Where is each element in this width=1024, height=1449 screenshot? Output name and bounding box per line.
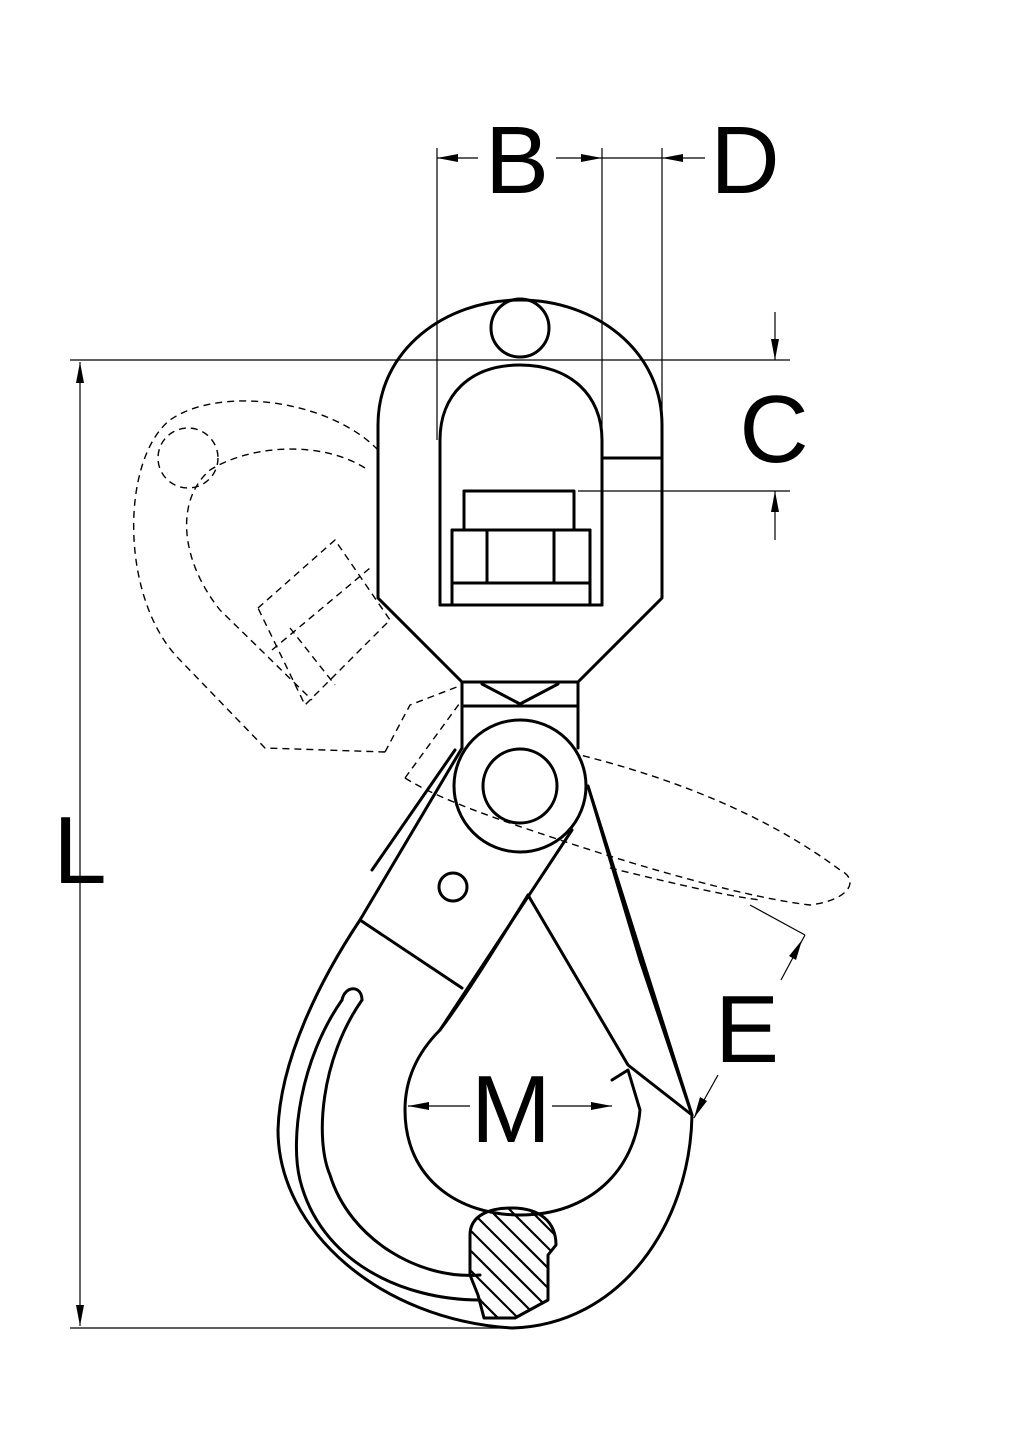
label-e: E [715,976,779,1083]
label-b: B [485,107,549,214]
hub-inner [481,747,559,825]
ghost-swivel-rotated [132,400,463,753]
small-pin [437,871,469,903]
label-c: C [739,376,808,483]
label-d: D [710,107,779,214]
dimension-lines [70,148,806,1329]
section-hatching [470,1208,556,1318]
ghost-latch-open [404,699,851,906]
swivel-eye [376,297,664,684]
pin-circle [489,297,551,359]
label-l: L [53,797,106,904]
nut-top [462,489,576,532]
label-m: M [471,1056,551,1163]
swivel-neck [460,680,580,750]
nut-body [450,528,592,585]
hub-outer [452,718,588,854]
hook-body [276,718,694,1330]
